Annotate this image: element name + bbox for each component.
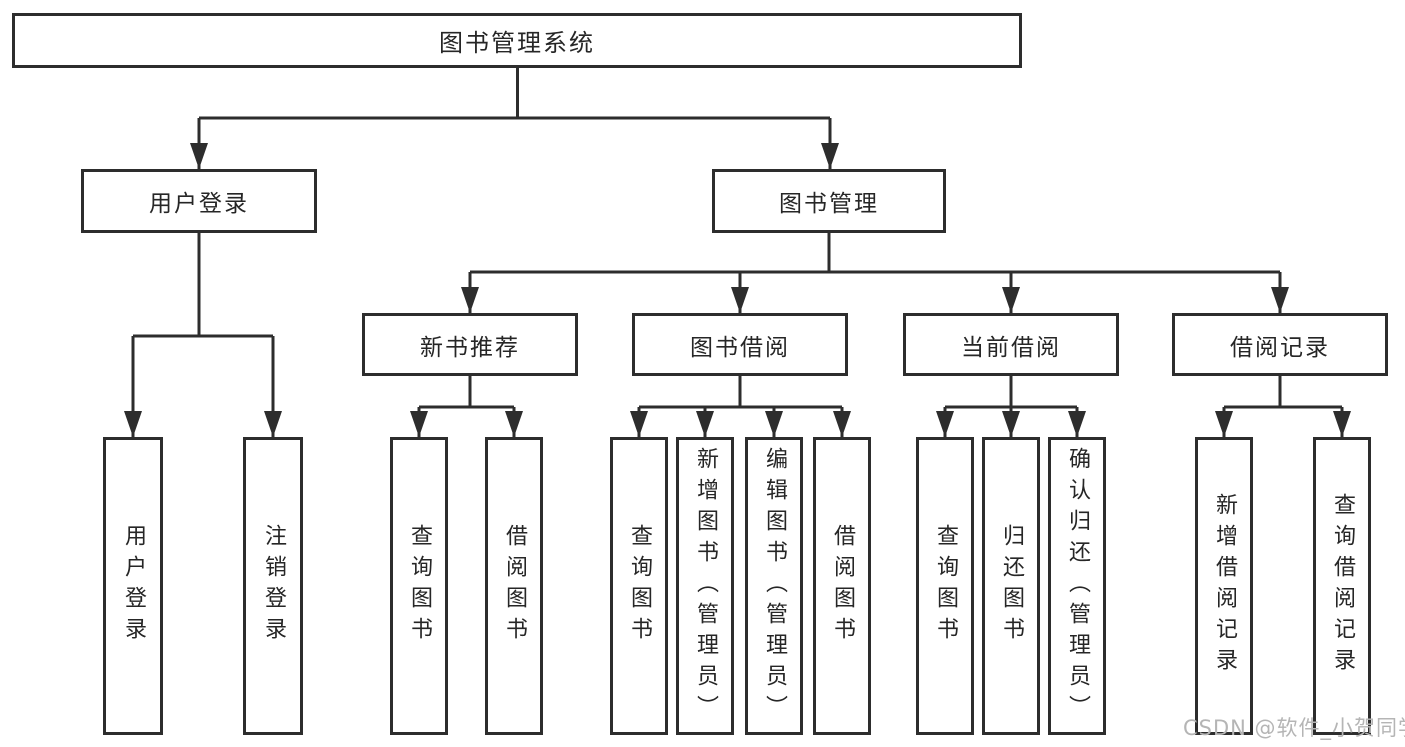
leaf-user-login-label: 用户登录 xyxy=(121,524,146,648)
leaf-record-add-record-label: 新增借阅记录 xyxy=(1212,493,1237,679)
leaf-current-confirm-return-admin-label: 确认归还（管理员） xyxy=(1065,446,1090,726)
node-book-management-label: 图书管理 xyxy=(779,191,879,217)
leaf-borrow-borrow-book: 借阅图书 xyxy=(813,437,871,735)
node-book-borrow: 图书借阅 xyxy=(632,313,848,376)
leaf-record-query-record: 查询借阅记录 xyxy=(1313,437,1371,735)
leaf-borrow-edit-book-admin: 编辑图书（管理员） xyxy=(745,437,803,735)
node-new-book-recommend-label: 新书推荐 xyxy=(420,334,520,361)
node-book-management: 图书管理 xyxy=(712,169,946,233)
connector-borrow-to-leaves xyxy=(637,375,844,437)
leaf-newbook-query-book-label: 查询图书 xyxy=(407,524,432,648)
node-book-borrow-label: 图书借阅 xyxy=(690,334,790,361)
leaf-borrow-add-book-admin: 新增图书（管理员） xyxy=(676,437,734,735)
arrowheads xyxy=(124,143,1351,437)
leaf-current-return-book-label: 归还图书 xyxy=(999,524,1024,648)
leaf-borrow-borrow-book-label: 借阅图书 xyxy=(830,524,855,648)
node-root-label: 图书管理系统 xyxy=(439,29,595,57)
leaf-borrow-query-book-label: 查询图书 xyxy=(627,524,652,648)
node-user-login-label: 用户登录 xyxy=(149,191,249,217)
connector-user-login-to-leaves xyxy=(131,233,275,437)
connector-root-to-level2 xyxy=(197,68,832,169)
leaf-newbook-borrow-book-label: 借阅图书 xyxy=(502,524,527,648)
node-current-borrow-label: 当前借阅 xyxy=(961,334,1061,361)
leaf-newbook-query-book: 查询图书 xyxy=(390,437,448,735)
node-new-book-recommend: 新书推荐 xyxy=(362,313,578,376)
node-borrow-record-label: 借阅记录 xyxy=(1230,334,1330,361)
leaf-record-query-record-label: 查询借阅记录 xyxy=(1330,493,1355,679)
connector-book-mgmt-to-level3 xyxy=(468,233,1282,313)
connector-record-to-leaves xyxy=(1222,375,1344,437)
leaf-borrow-add-book-admin-label: 新增图书（管理员） xyxy=(693,446,718,726)
leaf-current-query-book-label: 查询图书 xyxy=(933,524,958,648)
leaf-newbook-borrow-book: 借阅图书 xyxy=(485,437,543,735)
leaf-current-query-book: 查询图书 xyxy=(916,437,974,735)
leaf-logout-login: 注销登录 xyxy=(243,437,303,735)
node-borrow-record: 借阅记录 xyxy=(1172,313,1388,376)
csdn-watermark: CSDN @软件_小贺同学 xyxy=(1183,716,1405,740)
leaf-logout-login-label: 注销登录 xyxy=(261,524,286,648)
leaf-borrow-edit-book-admin-label: 编辑图书（管理员） xyxy=(762,446,787,726)
node-root: 图书管理系统 xyxy=(12,13,1022,68)
node-current-borrow: 当前借阅 xyxy=(903,313,1119,376)
leaf-current-return-book: 归还图书 xyxy=(982,437,1040,735)
leaf-record-add-record: 新增借阅记录 xyxy=(1195,437,1253,735)
node-user-login: 用户登录 xyxy=(81,169,317,233)
leaf-user-login: 用户登录 xyxy=(103,437,163,735)
leaf-current-confirm-return-admin: 确认归还（管理员） xyxy=(1048,437,1106,735)
connector-new-book-to-leaves xyxy=(417,375,516,437)
leaf-borrow-query-book: 查询图书 xyxy=(610,437,668,735)
